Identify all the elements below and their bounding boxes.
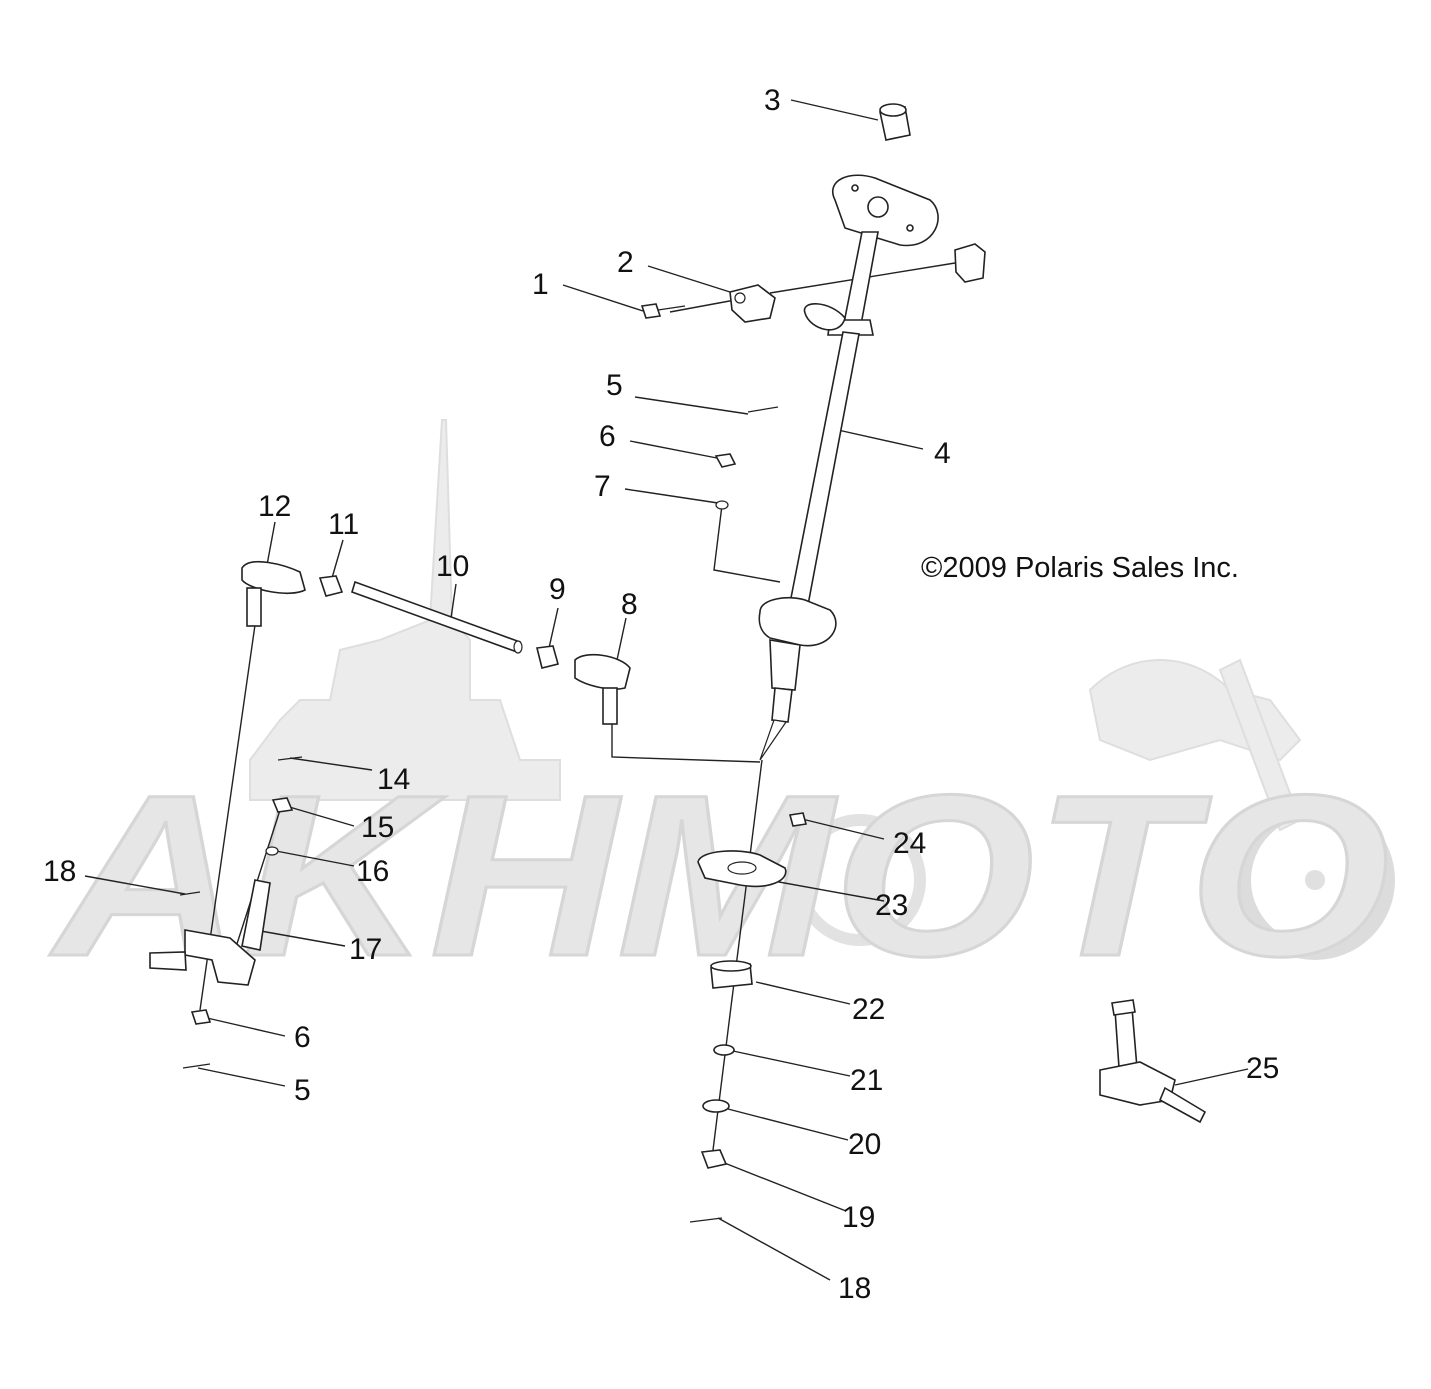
callout-8: 8 [621,588,638,621]
callout-22: 22 [852,993,885,1026]
callout-6-left: 6 [294,1021,311,1054]
callout-labels: 1 2 3 4 5 6 7 8 9 10 11 12 14 15 16 17 1… [43,84,1279,1305]
callout-2: 2 [617,246,634,279]
callout-4: 4 [934,437,951,470]
callout-19: 19 [842,1201,875,1234]
part-washer [715,500,729,510]
part-jam-nut-right [536,645,559,669]
part-cotter-pin [747,406,779,413]
callout-18-bottom: 18 [838,1272,871,1305]
callout-17: 17 [349,933,382,966]
part-castle-nut [700,1149,728,1169]
callout-5: 5 [606,369,623,402]
callout-24: 24 [893,827,926,860]
callout-12: 12 [258,490,291,523]
callout-18-left: 18 [43,855,76,888]
callout-10: 10 [436,550,469,583]
callout-11: 11 [328,508,359,541]
part-washer-21 [713,1044,735,1056]
copyright-notice: ©2009 Polaris Sales Inc. [921,552,1239,584]
part-cotter-pin-18a [179,891,201,896]
part-cotter-pin-5b [182,1063,211,1069]
callout-16: 16 [356,855,389,888]
part-nut-left [271,797,294,813]
part-clamp [729,284,776,323]
callout-3: 3 [764,84,781,117]
part-spindle-right [1099,999,1207,1124]
part-tie-rod-end-right [574,653,631,725]
callout-23: 23 [875,889,908,922]
callout-21: 21 [850,1064,883,1097]
leader-lines [84,99,1249,1281]
part-steering-post [758,174,939,761]
watermark-motorcycle-icon [794,658,1395,960]
part-washer-left [265,846,279,856]
callout-14: 14 [377,763,410,796]
part-cotter-pin-18b [689,1217,723,1223]
parts [149,103,1207,1223]
part-spindle-left [149,879,271,986]
part-nut-24 [788,812,808,827]
callout-25: 25 [1246,1052,1279,1085]
callout-1: 1 [532,268,549,301]
callout-5-left: 5 [294,1074,311,1107]
part-jam-nut-left [318,575,344,597]
callout-6: 6 [599,420,616,453]
part-tie-rod-end-left [241,560,306,627]
part-nut-6b [190,1009,212,1025]
callout-9: 9 [549,573,566,606]
callout-15: 15 [361,811,394,844]
part-cotter-pin-left [277,756,303,761]
callout-20: 20 [848,1128,881,1161]
part-bracket [954,243,986,283]
part-washer-20 [702,1099,730,1113]
watermark-spire-icon [249,419,561,801]
part-bolt [640,303,686,319]
part-nut [714,453,737,468]
callout-7: 7 [594,470,611,503]
part-bearing [710,960,753,989]
part-cap [879,103,911,141]
